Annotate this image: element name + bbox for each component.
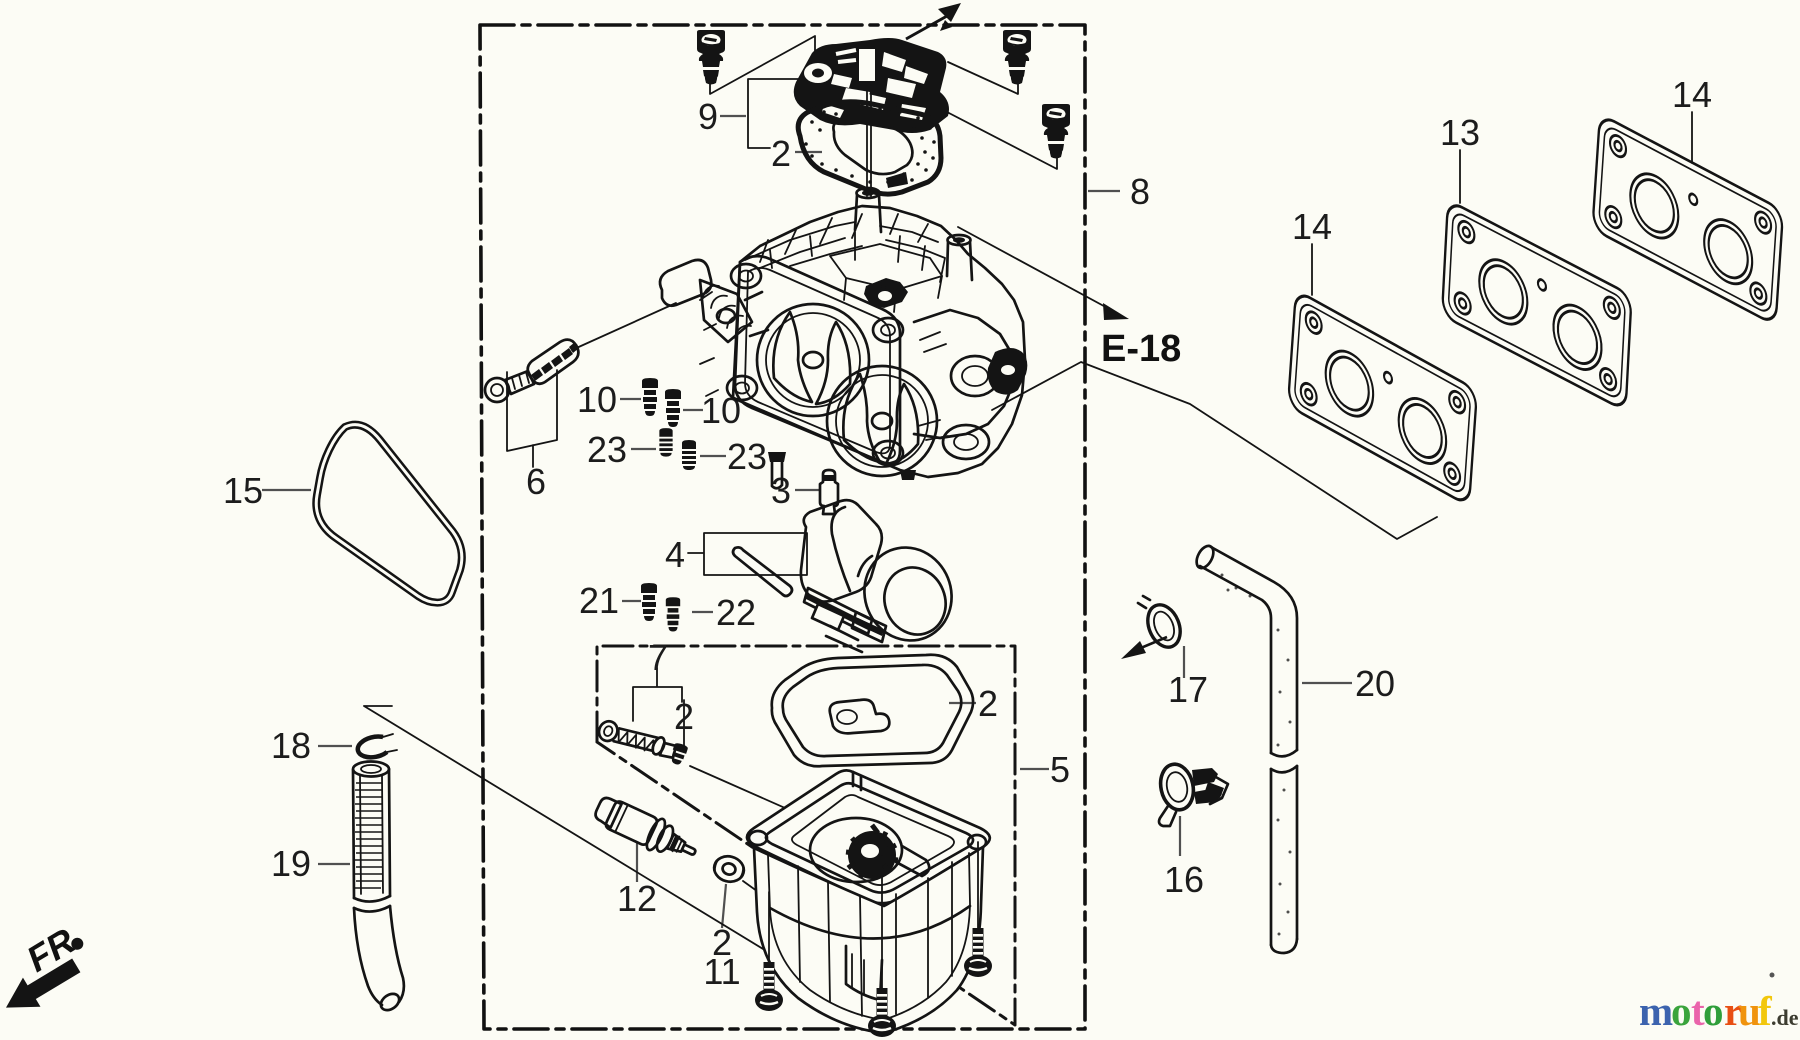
svg-text:14: 14: [1672, 74, 1712, 115]
svg-text:6: 6: [526, 461, 546, 502]
svg-text:18: 18: [271, 725, 311, 766]
svg-text:9: 9: [698, 96, 718, 137]
svg-text:f: f: [1758, 988, 1773, 1034]
svg-text:7: 7: [648, 637, 668, 678]
svg-text:2: 2: [978, 683, 998, 724]
svg-text:8: 8: [1130, 171, 1150, 212]
svg-text:2: 2: [674, 696, 694, 737]
svg-text:3: 3: [771, 470, 791, 511]
svg-text:4: 4: [665, 534, 685, 575]
svg-text:t: t: [1691, 988, 1705, 1034]
svg-text:21: 21: [579, 580, 619, 621]
svg-text:E-18: E-18: [1101, 328, 1181, 370]
svg-text:23: 23: [727, 436, 767, 477]
svg-text:u: u: [1738, 988, 1761, 1034]
svg-text:23: 23: [587, 429, 627, 470]
svg-text:15: 15: [223, 470, 263, 511]
svg-text:2: 2: [712, 922, 732, 963]
svg-text:11: 11: [703, 951, 740, 992]
svg-text:13: 13: [1440, 112, 1480, 153]
svg-text:19: 19: [271, 843, 311, 884]
svg-text:17: 17: [1168, 669, 1208, 710]
svg-text:o: o: [1671, 988, 1692, 1034]
svg-text:.de: .de: [1771, 1005, 1799, 1030]
svg-text:12: 12: [617, 878, 657, 919]
svg-text:m: m: [1639, 988, 1673, 1034]
svg-text:r: r: [1724, 988, 1742, 1034]
svg-text:10: 10: [577, 379, 617, 420]
svg-text:14: 14: [1292, 206, 1332, 247]
svg-text:22: 22: [716, 592, 756, 633]
svg-text:20: 20: [1355, 663, 1395, 704]
svg-text:o: o: [1703, 988, 1724, 1034]
svg-text:16: 16: [1164, 859, 1204, 900]
svg-text:2: 2: [771, 133, 791, 174]
svg-text:5: 5: [1050, 749, 1070, 790]
